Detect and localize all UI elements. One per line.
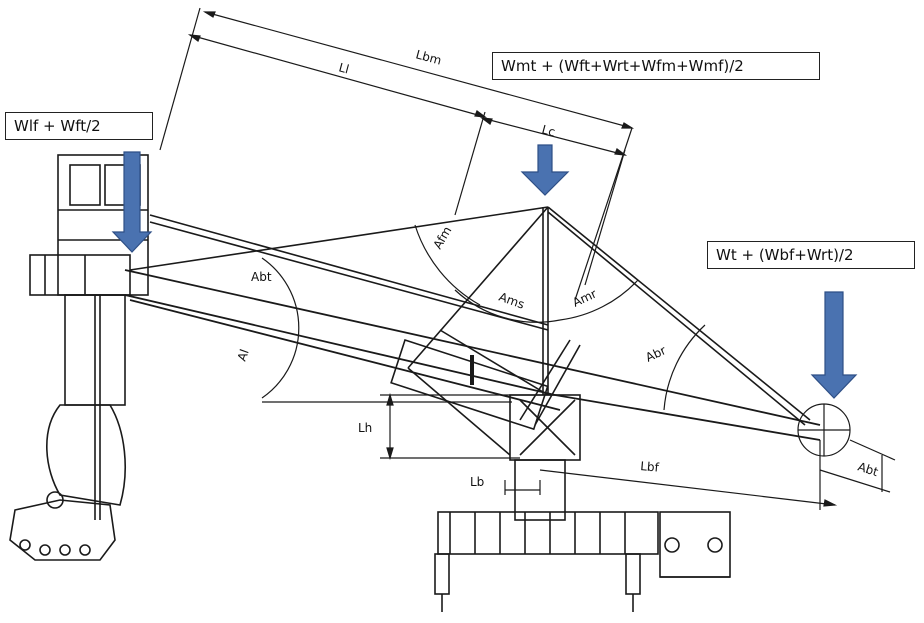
portal-frame [434,511,731,612]
load-arrow-middle [520,144,570,196]
label-lc: Lc [540,122,556,139]
counter-arm [390,338,581,431]
main-boom [124,269,821,441]
central-mast [509,394,581,521]
label-lbf: Lbf [640,459,660,475]
label-abr: Abr [643,343,668,364]
label-abt: Abt [251,270,272,284]
dimension-lbf [539,439,896,510]
angle-arcs [261,224,706,411]
load-arrow-left [111,151,153,253]
label-afm: Afm [430,224,454,252]
label-al: Al [235,347,252,363]
load-label-middle: Wmt + (Wft+Wrt+Wfm+Wmf)/2 [492,52,820,80]
load-label-right: Wt + (Wbf+Wrt)/2 [707,241,915,269]
label-ll: Ll [337,60,350,76]
label-ams: Ams [497,290,526,312]
label-lh: Lh [358,421,372,435]
label-amr: Amr [570,287,598,310]
dimension-ll [187,34,488,216]
load-label-left: Wlf + Wft/2 [5,112,153,140]
label-abt-right: Abt [856,460,880,480]
label-lb: Lb [470,475,484,489]
tie-rods [129,206,811,456]
label-lbm: Lbm [414,47,443,67]
load-arrow-right [810,291,858,399]
dimension-lc [479,117,628,286]
